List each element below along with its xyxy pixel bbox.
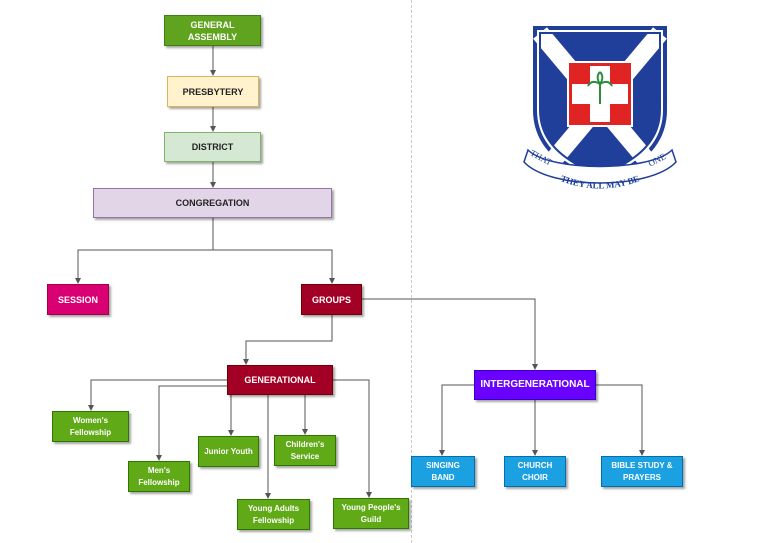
node-general-assembly: GENERAL ASSEMBLY [164,15,261,46]
node-intergenerational: INTERGENERATIONAL [474,370,596,400]
connector-groups-generational [243,315,333,365]
node-congregation: CONGREGATION [93,188,332,218]
church-emblem: THAT ONE THEY ALL MAY BE [523,26,677,191]
node-presbytery: PRESBYTERY [167,76,259,107]
node-mens-fellowship: Men's Fellowship [128,461,190,492]
connector-congregation-session [75,218,214,284]
node-bible-study-prayers-label: BIBLE STUDY & PRAYERS [611,460,673,482]
node-singing-band-label: SINGING BAND [426,460,460,482]
node-intergenerational-label: INTERGENERATIONAL [480,379,590,390]
node-young-peoples-guild-label: Young People's Guild [341,502,401,524]
node-junior-youth: Junior Youth [198,436,259,467]
connector-congregation-groups [212,218,335,284]
node-groups: GROUPS [301,284,362,315]
node-childrens-service: Children's Service [274,435,336,466]
node-generational-label: GENERATIONAL [244,375,316,385]
connector-inter-singing [439,384,475,456]
node-session: SESSION [47,284,109,315]
connector-gen-ypg [333,379,372,498]
node-young-peoples-guild: Young People's Guild [333,498,409,529]
node-district: DISTRICT [164,132,261,162]
connector-inter-bible [596,384,645,456]
connector-gen-womens [88,379,228,411]
emblem-scroll-ribbon [523,148,677,184]
node-junior-youth-label: Junior Youth [204,446,253,456]
node-young-adults-fellowship: Young Adults Fellowship [237,499,310,530]
connector-gen-mens [156,385,230,461]
node-church-choir-label: CHURCH CHOIR [517,460,553,482]
node-church-choir: CHURCH CHOIR [504,456,566,487]
node-childrens-service-label: Children's Service [285,439,325,461]
node-bible-study-prayers: BIBLE STUDY & PRAYERS [601,456,683,487]
connector-groups-intergenerational [362,298,538,370]
node-young-adults-fellowship-label: Young Adults Fellowship [247,503,300,525]
node-presbytery-label: PRESBYTERY [182,86,244,97]
node-generational: GENERATIONAL [227,365,333,395]
node-groups-label: GROUPS [311,294,351,305]
palm-tree-icon [587,71,613,104]
node-mens-fellowship-label: Men's Fellowship [138,465,180,487]
node-congregation-label: CONGREGATION [175,198,250,208]
node-general-assembly-label: GENERAL ASSEMBLY [187,19,238,42]
node-singing-band: SINGING BAND [411,456,475,487]
node-womens-fellowship: Women's Fellowship [52,411,129,442]
node-session-label: SESSION [57,294,98,305]
dashed-divider [411,0,412,543]
node-womens-fellowship-label: Women's Fellowship [69,415,112,437]
node-district-label: DISTRICT [191,142,234,152]
